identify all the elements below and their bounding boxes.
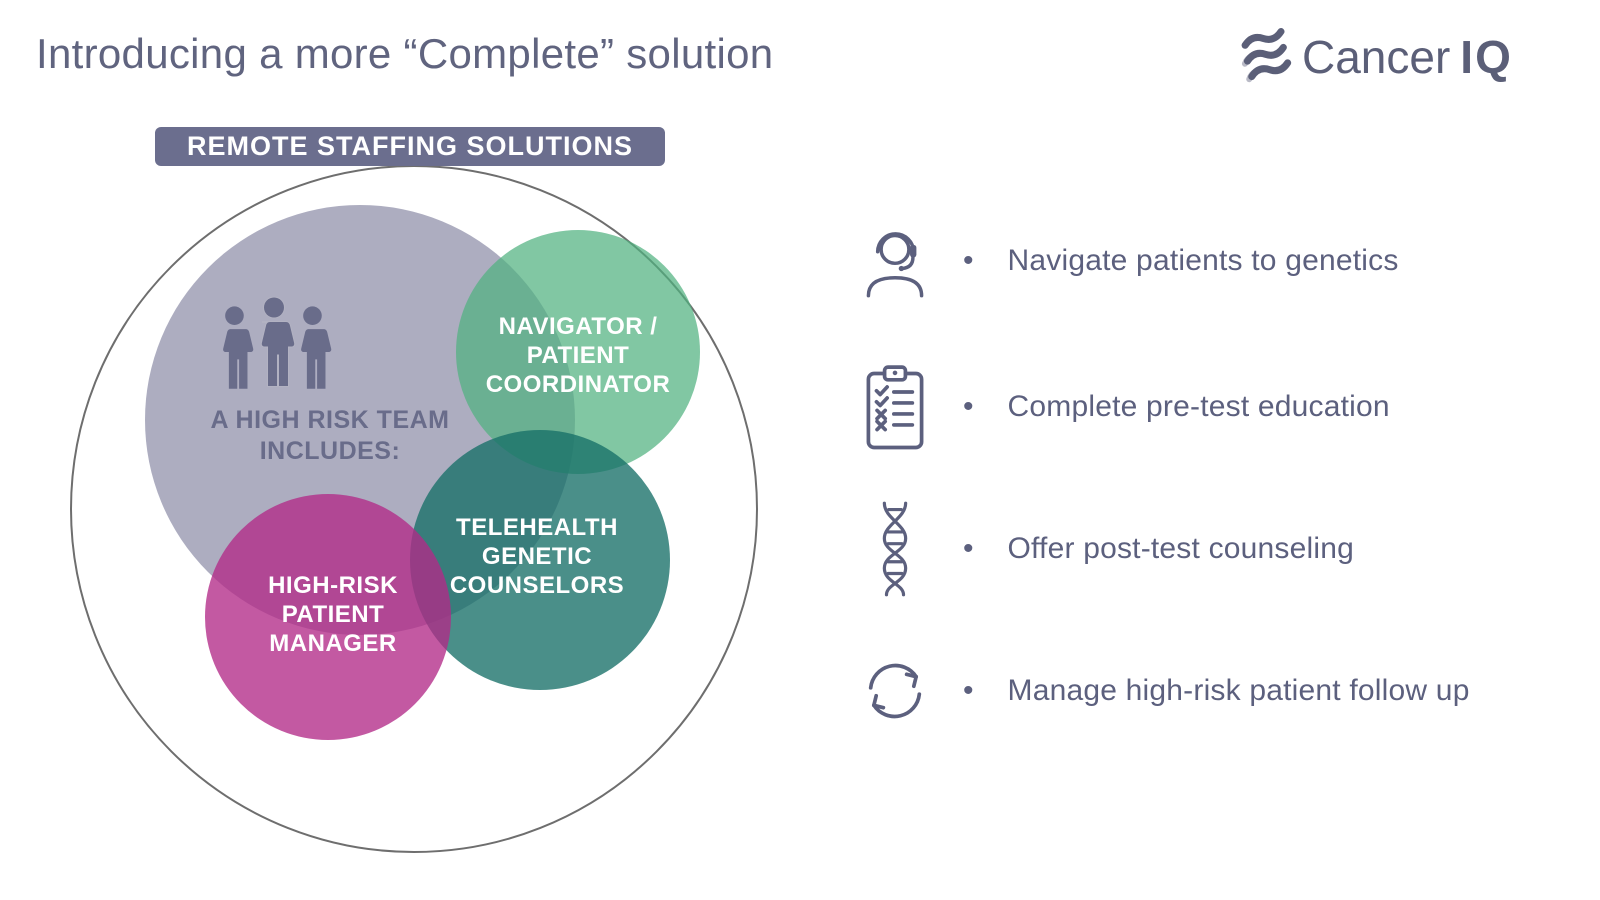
bullet-dot: • — [963, 674, 974, 707]
bullet-row-posttest: • Offer post-test counseling — [853, 494, 1354, 604]
logo-waves-icon — [1241, 28, 1292, 83]
venn-circle-telehealth — [410, 430, 670, 690]
venn-circle-patient-manager — [205, 494, 451, 740]
team-people-icon — [223, 296, 332, 389]
bullet-dot: • — [963, 532, 974, 565]
cancer-iq-logo: Cancer IQ — [1240, 26, 1513, 88]
remote-staffing-badge: REMOTE STAFFING SOLUTIONS — [155, 127, 665, 166]
cycle-arrows-icon — [853, 654, 937, 728]
bullet-text: Complete pre-test education — [1007, 390, 1390, 423]
badge-label: REMOTE STAFFING SOLUTIONS — [187, 131, 633, 161]
label-high-risk-team: A HIGH RISK TEAM INCLUDES: — [210, 406, 450, 465]
dna-helix-icon — [853, 500, 937, 598]
bullet-text: Navigate patients to genetics — [1007, 244, 1399, 277]
page-title: Introducing a more “Complete” solution — [36, 30, 774, 77]
bullet-text: Offer post-test counseling — [1007, 532, 1355, 565]
bullet-dot: • — [963, 390, 974, 423]
label-patient-manager: HIGH-RISK PATIENT MANAGER — [268, 572, 398, 657]
clipboard-checklist-icon — [853, 363, 937, 451]
bullet-row-navigate: • Navigate patients to genetics — [853, 206, 1399, 316]
venn-outer-ring — [70, 165, 758, 853]
bullet-row-pretest: • Complete pre-test education — [853, 352, 1390, 462]
logo-brand-suffix: IQ — [1460, 31, 1513, 83]
label-telehealth: TELEHEALTH GENETIC COUNSELORS — [449, 514, 625, 599]
bullet-text: Manage high-risk patient follow up — [1007, 674, 1470, 707]
bullet-dot: • — [963, 244, 974, 277]
bullet-row-followup: • Manage high-risk patient follow up — [853, 636, 1470, 746]
logo-brand-text: Cancer — [1302, 31, 1451, 83]
headset-agent-icon — [853, 224, 937, 298]
venn-circle-navigator — [456, 230, 700, 474]
label-navigator: NAVIGATOR / PATIENT COORDINATOR — [485, 313, 671, 398]
